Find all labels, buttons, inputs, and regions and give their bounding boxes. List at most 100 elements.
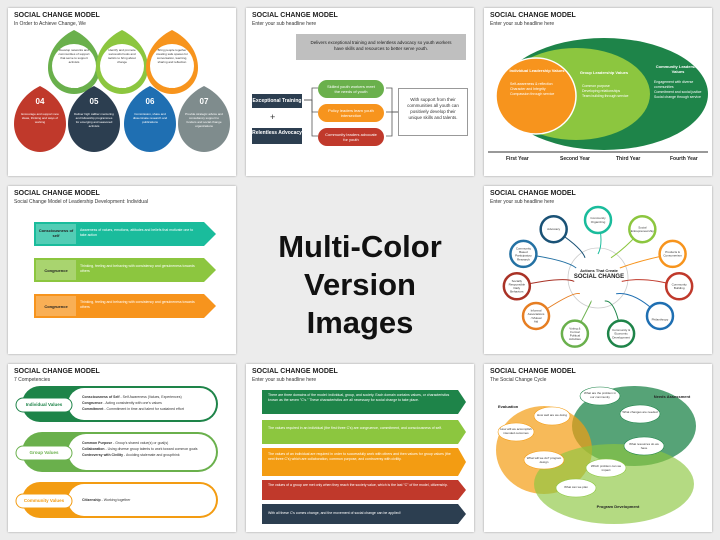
row-label: Consciousness of self <box>38 228 74 238</box>
node-circle <box>560 319 590 348</box>
cycle-question: What are the problem in our community <box>583 391 616 399</box>
slide-thumbnail-4[interactable]: SOCIAL CHANGE MODEL Social Change Model … <box>8 186 236 354</box>
statement-text: The values required in an individual (th… <box>268 426 443 430</box>
center-big-label: SOCIAL CHANGE <box>573 274 625 280</box>
nested-ellipses <box>488 38 708 153</box>
node-circle <box>645 301 675 331</box>
center-heading-line-2: Version Images <box>304 267 416 340</box>
arrow-rows <box>34 222 216 318</box>
mid-box: Policy leaders learn youth intersection <box>318 104 384 122</box>
year-label: Third Year <box>616 156 641 162</box>
slide-subtitle: Social Change Model of Leadership Develo… <box>14 199 148 205</box>
node-circle <box>509 239 538 269</box>
circle-label: Program Development <box>596 504 640 509</box>
drop-04: 04 <box>14 86 66 152</box>
node-circle <box>664 272 694 301</box>
drop-text: Encourage and support new ideas, thinkin… <box>21 112 59 124</box>
node-circle <box>539 214 568 244</box>
group-lines: Consciousness of Self - Self Awareness (… <box>82 394 212 412</box>
drop-num: 01 <box>70 81 79 90</box>
statement-text: With all these C's comes change, and the… <box>268 511 401 515</box>
banner-text: Delivers exceptional training and relent… <box>296 34 466 60</box>
cycle-question: What can we plan <box>564 485 588 489</box>
circle-label: Needs Assessment <box>653 394 691 399</box>
node-circle <box>502 272 532 301</box>
slide-thumbnail-2[interactable]: SOCIAL CHANGE MODEL Enter your sub headl… <box>246 8 474 176</box>
slide-title: SOCIAL CHANGE MODEL <box>252 368 338 375</box>
center-heading-line-1: Multi-Color <box>278 229 442 264</box>
node-circle <box>521 301 551 331</box>
drop-05: 05 <box>68 86 120 152</box>
slide-thumbnail-3[interactable]: SOCIAL CHANGE MODEL Enter your sub headl… <box>484 8 712 176</box>
slide-subtitle: 7 Competencies <box>14 377 51 383</box>
drop-03: 03 <box>146 30 198 94</box>
cycle-question: How will we accomplish intended outcomes <box>500 427 532 435</box>
mid-box: Skilled youth workers meet the needs of … <box>318 80 384 98</box>
row-text: Awareness of values, emotions, attitudes… <box>80 228 194 237</box>
competency-line: Congruence - Acting consistently with on… <box>82 401 162 405</box>
cycle-diagram <box>496 386 696 524</box>
competency-line: Controversy with Civility - Avoiding sta… <box>82 453 180 457</box>
row-text: Thinking, feeling and behaving with cons… <box>80 264 195 273</box>
center-label: Actions That Create <box>580 268 618 273</box>
drop-text: Identify and promote successful tools an… <box>108 48 136 64</box>
cycle-question: What resources do we have <box>629 442 659 450</box>
ellipse-item: Team building through service <box>582 94 629 98</box>
year-label: Fourth Year <box>670 156 698 162</box>
drop-num: 07 <box>200 97 209 106</box>
node-label: Products &Consumerism <box>663 250 682 258</box>
drop-text: Commission, share and disseminate resear… <box>132 112 168 124</box>
row-label: Congruence <box>44 268 68 273</box>
drop-num: 03 <box>168 81 177 90</box>
slide-thumbnail-8[interactable]: SOCIAL CHANGE MODEL The Social Change Cy… <box>484 364 712 532</box>
slide-thumbnail-1[interactable]: SOCIAL CHANGE MODEL In Order to Achieve … <box>8 8 236 176</box>
ellipse-item: Character and Integrity <box>510 87 546 91</box>
drop-01: 01 <box>48 30 100 94</box>
drop-02: 02 <box>96 30 148 94</box>
drop-num: 02 <box>118 81 127 90</box>
year-label: Second Year <box>560 156 590 162</box>
drops-diagram: 01 02 03 04 05 06 07 <box>14 30 230 152</box>
slide-subtitle: Enter your sub headline here <box>490 199 555 205</box>
cycle-question: What changes are needed <box>622 410 658 414</box>
drop-06: 06 <box>124 86 176 152</box>
group-lines: Citizenship - Working together <box>82 497 212 503</box>
ellipse-title: Community Leadership Values <box>655 64 701 74</box>
slide-title: SOCIAL CHANGE MODEL <box>490 12 576 19</box>
year-label: First Year <box>506 156 529 162</box>
ellipse-item: Compassion through service <box>510 92 555 96</box>
slide-title: SOCIAL CHANGE MODEL <box>14 12 100 19</box>
ellipse-title: Group Leadership Values <box>579 70 629 75</box>
drop-num: 05 <box>90 97 99 106</box>
drop-text: Bring people together creating safe spac… <box>156 48 188 64</box>
slide-subtitle: Enter your sub headline here <box>252 21 317 27</box>
group-label: Community Values <box>23 498 65 503</box>
ellipse-items: Self-awareness & reflection Character an… <box>510 82 568 97</box>
node-circle <box>658 239 687 269</box>
competency-line: Citizenship - Working together <box>82 498 131 502</box>
center-heading: Multi-Color Version Images <box>248 228 472 342</box>
ellipse-item: Social change through service <box>654 95 701 99</box>
slide-thumbnail-7[interactable]: SOCIAL CHANGE MODEL Enter your sub headl… <box>246 364 474 532</box>
node-circle <box>628 214 657 244</box>
ellipse-title: Individual Leadership Values <box>509 68 565 73</box>
slide-subtitle: In Order to Achieve Change, We <box>14 21 86 27</box>
flow-arrows <box>304 87 398 137</box>
slide-subtitle: Enter your sub headline here <box>490 21 555 27</box>
slide-thumbnail-5[interactable]: SOCIAL CHANGE MODEL Enter your sub headl… <box>484 186 712 354</box>
drop-07: 07 <box>178 86 230 152</box>
drop-text: Deliver high caliber mentoring and fello… <box>74 112 114 128</box>
cycle-question: How well are we doing <box>536 413 567 417</box>
slide-title: SOCIAL CHANGE MODEL <box>14 368 100 375</box>
slide-thumbnail-6[interactable]: SOCIAL CHANGE MODEL 7 Competencies Indiv… <box>8 364 236 532</box>
slide-subtitle: The Social Change Cycle <box>490 377 547 383</box>
ellipse-item: Common purpose <box>582 84 610 88</box>
competency-line: Collaboration - Using diverse group tale… <box>82 447 198 451</box>
node-circle <box>583 205 613 235</box>
drop-num: 06 <box>146 97 155 106</box>
group-label: Group Values <box>29 450 59 455</box>
